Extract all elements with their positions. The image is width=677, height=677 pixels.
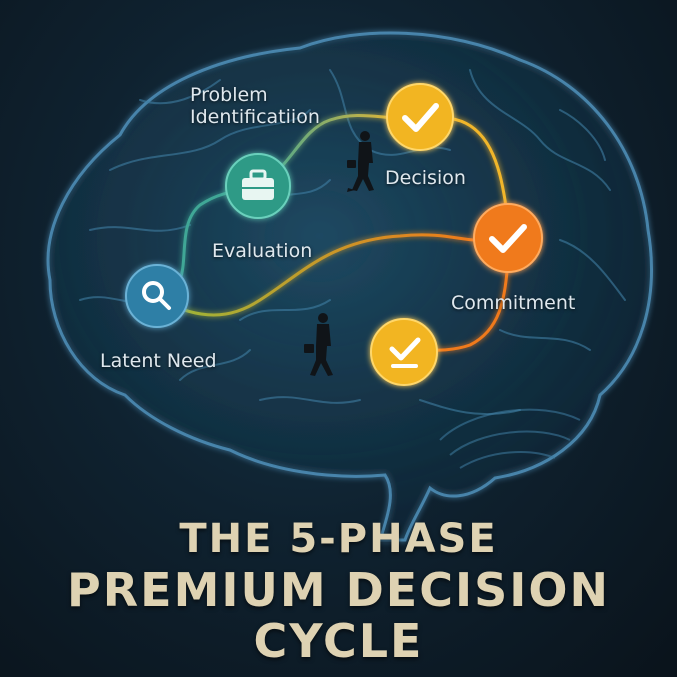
node-problem-identification: [386, 83, 454, 151]
node-decision: [473, 203, 543, 273]
node-latent-need: [125, 264, 189, 328]
cerebellum: [439, 408, 581, 469]
label-commitment: Commitment: [451, 292, 576, 314]
title-line-1: THE 5-PHASE: [179, 516, 498, 562]
label-problem-line1: Problem: [190, 84, 268, 106]
walking-businessman-icon: [347, 131, 374, 192]
title-line-2: PREMIUM DECISION: [67, 563, 610, 617]
label-latent-need: Latent Need: [100, 350, 217, 372]
label-problem-line2: Identificatiion: [190, 106, 320, 128]
node-commitment-marker: [370, 318, 438, 386]
label-evaluation: Evaluation: [212, 240, 313, 262]
briefcase-icon: [242, 169, 274, 200]
walking-businessman-icon: [304, 313, 333, 376]
label-problem-identification: Problem Identificatiion: [190, 84, 320, 128]
checkbox-icon: [389, 337, 421, 368]
label-decision: Decision: [385, 167, 466, 189]
path-lower: [159, 233, 476, 317]
checkmark-icon: [402, 103, 439, 132]
title-line-3: CYCLE: [253, 614, 424, 668]
checkmark-icon: [489, 224, 527, 253]
magnifier-icon: [142, 281, 171, 310]
node-evaluation: [225, 153, 291, 219]
